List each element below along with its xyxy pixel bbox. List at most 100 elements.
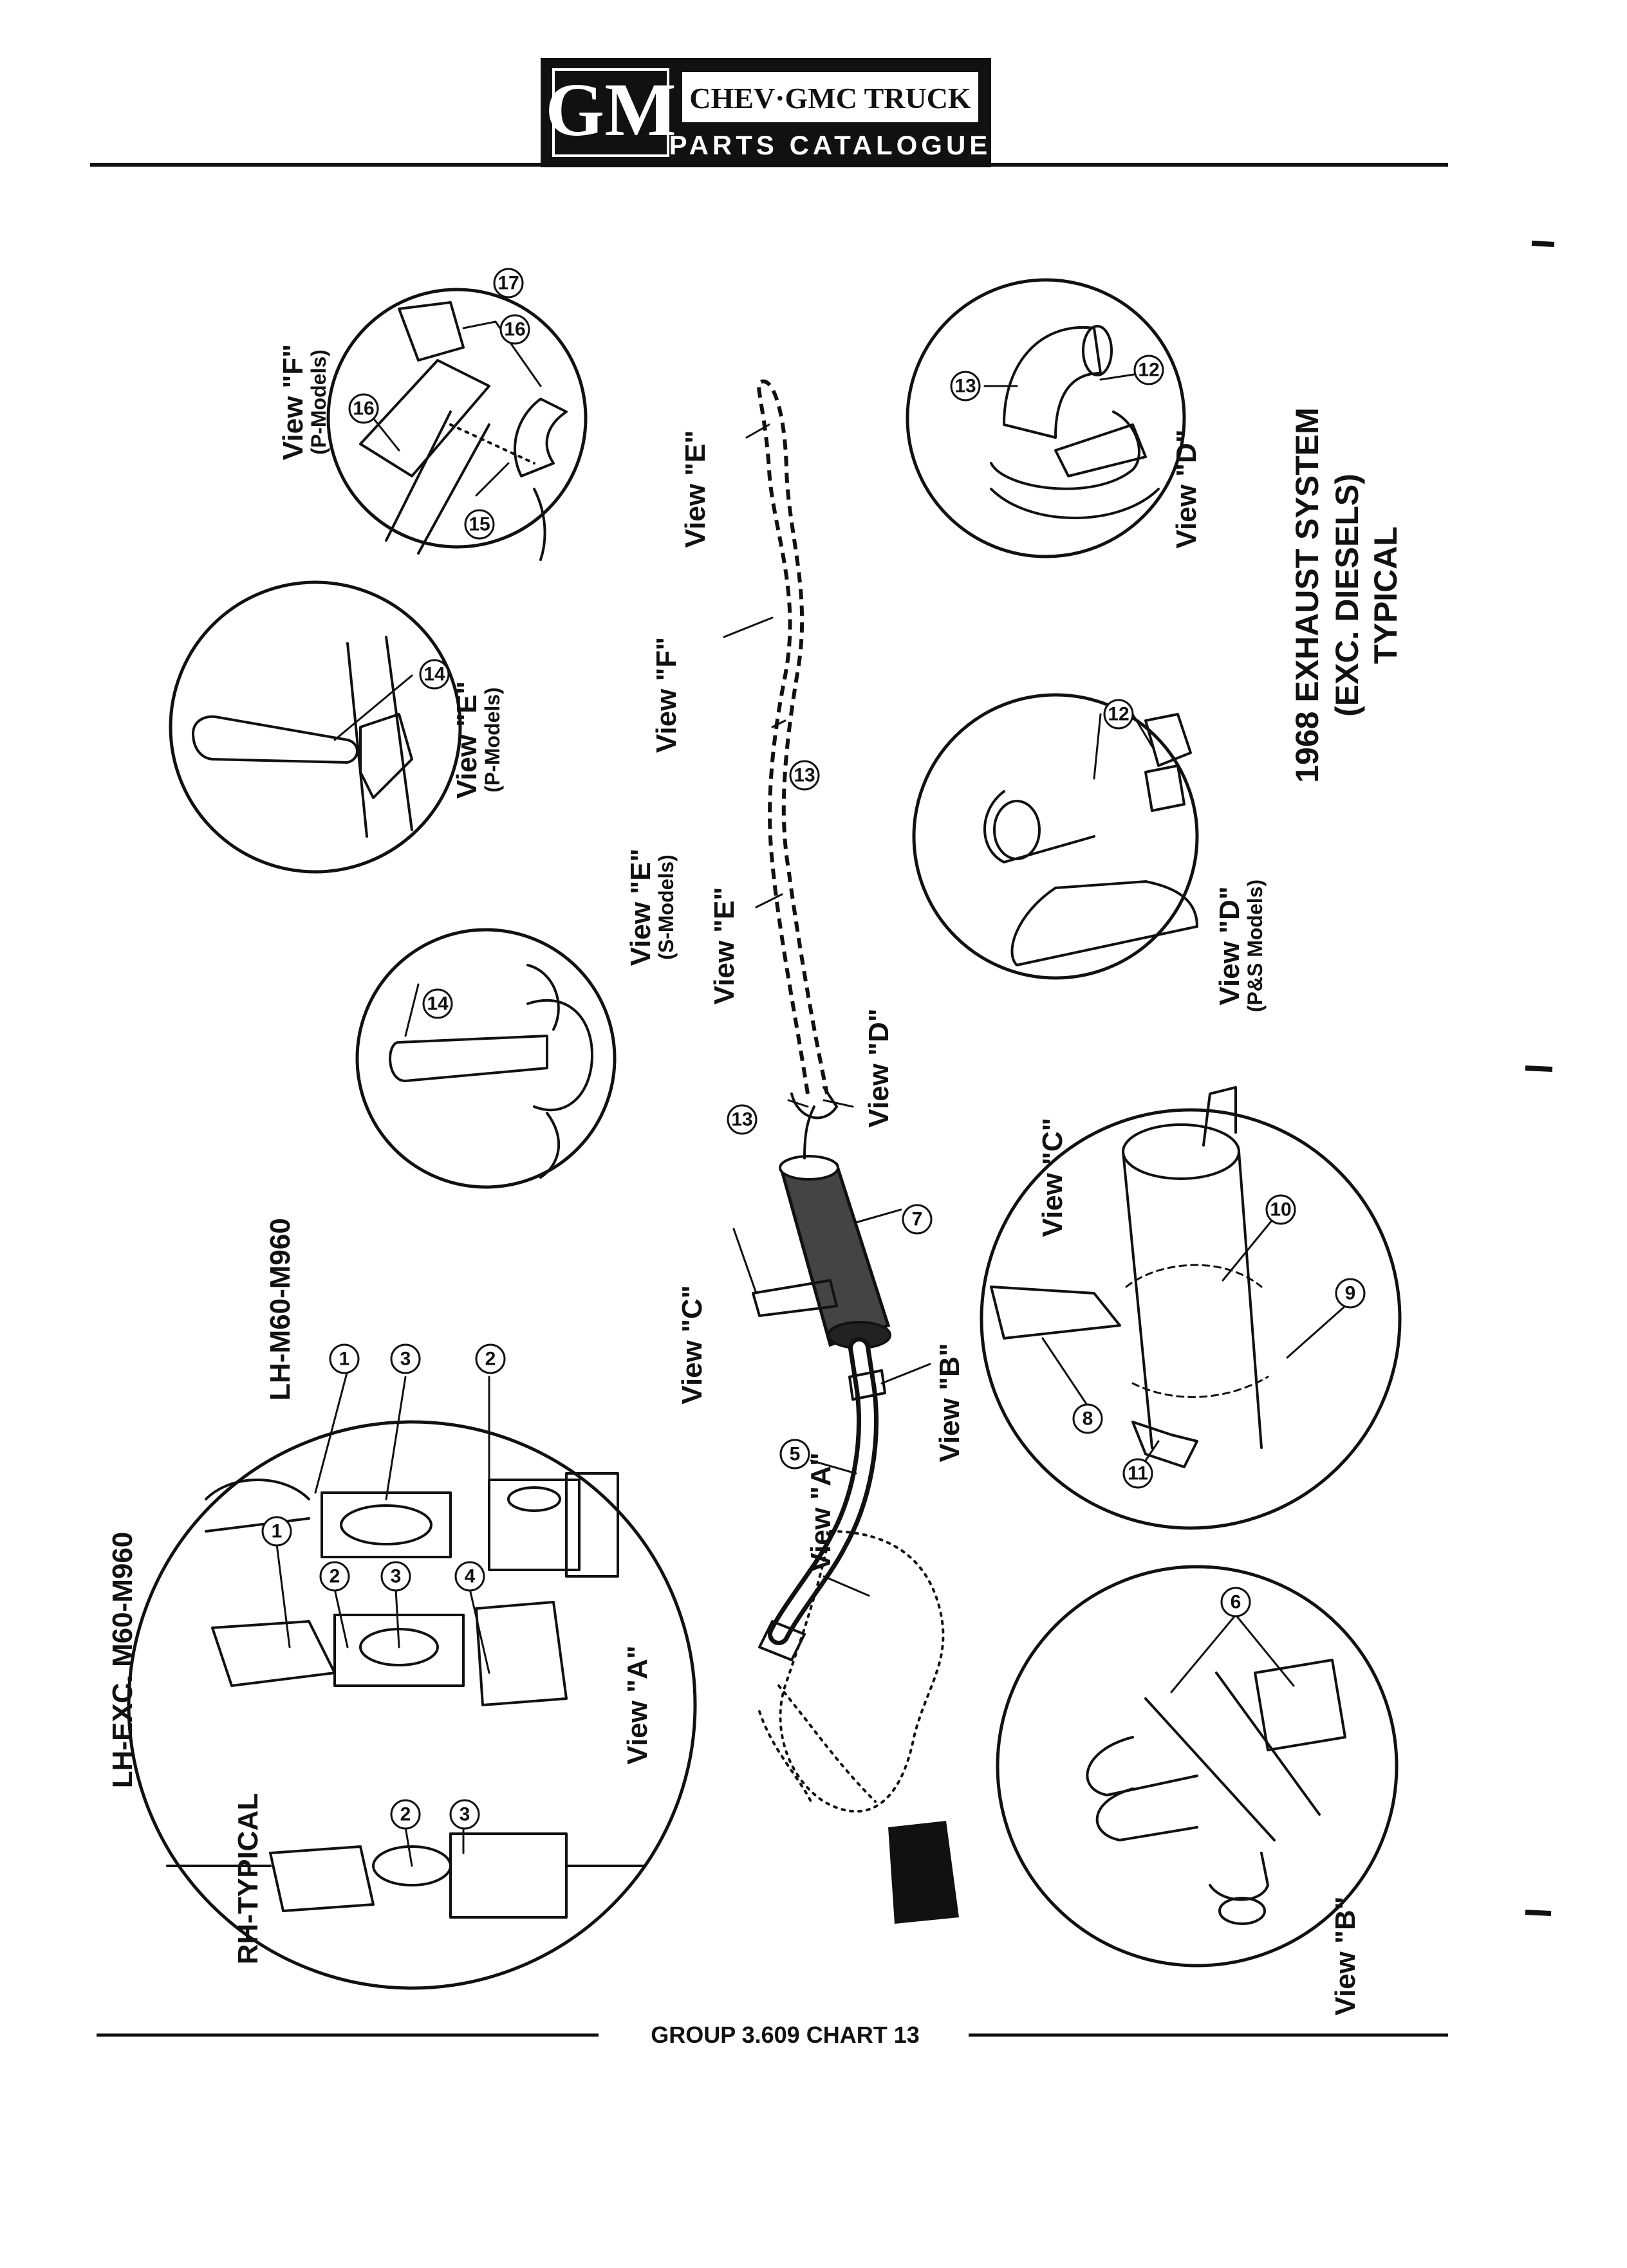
svg-text:12: 12	[1138, 360, 1159, 381]
label-view-a-inset: View "A"	[622, 1645, 653, 1764]
callout-3-lhm: 3	[390, 1343, 421, 1374]
title-line-3: TYPICAL	[1368, 526, 1404, 664]
svg-text:(P-Models): (P-Models)	[307, 349, 330, 455]
brand-line: CHEV·GMC TRUCK	[689, 82, 971, 115]
main-label-view-e-lower: View "E"	[709, 887, 740, 1005]
svg-text:2: 2	[485, 1349, 496, 1370]
svg-text:View "B": View "B"	[1330, 1896, 1361, 2015]
svg-text:5: 5	[790, 1444, 801, 1465]
svg-text:6: 6	[1231, 1592, 1241, 1613]
callout-10: 10	[1265, 1194, 1296, 1225]
callout-12-ps: 12	[1103, 699, 1134, 730]
svg-text:8: 8	[1083, 1408, 1093, 1430]
main-label-view-c: View "C"	[676, 1285, 708, 1404]
edge-mark	[1525, 1065, 1553, 1072]
svg-text:(P&S Models): (P&S Models)	[1243, 880, 1267, 1012]
svg-text:View "E": View "E"	[625, 849, 656, 966]
svg-text:2: 2	[330, 1566, 340, 1587]
edge-mark	[1525, 1910, 1552, 1916]
svg-text:View "A": View "A"	[622, 1645, 653, 1764]
catalogue-line: PARTS CATALOGUE	[669, 130, 992, 160]
title-line-2: (EXC. DIESELS)	[1329, 474, 1365, 717]
main-label-view-b: View "B"	[934, 1343, 965, 1462]
svg-text:17: 17	[497, 273, 519, 294]
callout-11: 11	[1122, 1458, 1153, 1489]
svg-text:LH-M60-M960: LH-M60-M960	[265, 1218, 296, 1401]
svg-text:View "F": View "F"	[651, 637, 682, 753]
callout-16b: 16	[348, 393, 379, 424]
title-line-1: 1968 EXHAUST SYSTEM	[1289, 407, 1325, 783]
callout-14-s: 14	[422, 988, 453, 1019]
svg-text:13: 13	[954, 376, 976, 397]
callout-2-rh: 2	[390, 1799, 421, 1830]
svg-text:14: 14	[423, 664, 445, 685]
svg-text:3: 3	[460, 1804, 470, 1825]
callout-3-rh: 3	[449, 1799, 480, 1830]
svg-text:(P-Models): (P-Models)	[481, 687, 504, 793]
svg-text:View "A": View "A"	[805, 1452, 837, 1571]
svg-text:View "C": View "C"	[1037, 1118, 1068, 1237]
callout-15: 15	[464, 509, 495, 540]
logo-gm-text: GM	[545, 68, 676, 152]
inset-view-e-s	[355, 928, 617, 1189]
svg-text:10: 10	[1270, 1199, 1291, 1221]
svg-text:9: 9	[1345, 1283, 1356, 1304]
label-view-e-s: View "E" (S-Models)	[625, 849, 678, 966]
svg-text:14: 14	[427, 993, 449, 1015]
svg-text:15: 15	[469, 514, 490, 535]
main-label-view-d: View "D"	[863, 1008, 895, 1127]
callout-7: 7	[902, 1204, 933, 1235]
label-lh-exc: LH-EXC. M60-M960	[107, 1532, 138, 1789]
label-view-e-p: View "E" (P-Models)	[451, 681, 504, 799]
inset-view-e-p	[169, 580, 462, 874]
callout-12-top: 12	[1133, 355, 1164, 385]
label-rh-typical: RH-TYPICAL	[232, 1793, 264, 1964]
svg-text:16: 16	[353, 398, 374, 419]
svg-text:1: 1	[272, 1521, 283, 1542]
callout-13-main: 13	[727, 1104, 758, 1135]
svg-text:13: 13	[794, 765, 815, 786]
svg-text:3: 3	[400, 1349, 411, 1370]
inset-view-a	[127, 1420, 697, 1990]
inset-view-d-ps	[912, 693, 1199, 980]
label-view-d-top: View "D"	[1171, 429, 1202, 548]
svg-text:2: 2	[400, 1804, 411, 1825]
label-view-d-ps: View "D" (P&S Models)	[1214, 880, 1267, 1012]
footer-group-chart: GROUP 3.609 CHART 13	[651, 2022, 919, 2048]
callout-2-lhm: 2	[475, 1343, 506, 1374]
callout-1-lhm: 1	[329, 1343, 360, 1374]
callout-13-pipe: 13	[789, 760, 820, 791]
inset-view-f-p	[326, 288, 588, 561]
svg-text:View "B": View "B"	[934, 1343, 965, 1462]
callout-8: 8	[1072, 1403, 1103, 1434]
callout-2-lhexc: 2	[319, 1561, 350, 1592]
diagram-title: 1968 EXHAUST SYSTEM (EXC. DIESELS) TYPIC…	[1289, 407, 1404, 783]
label-view-c-inset: View "C"	[1037, 1118, 1068, 1237]
callout-14-p: 14	[419, 659, 450, 690]
label-view-b-inset: View "B"	[1330, 1896, 1361, 2015]
callout-13-top: 13	[950, 371, 981, 401]
label-view-f-p: View "F" (P-Models)	[277, 344, 330, 460]
svg-text:16: 16	[504, 319, 525, 340]
callout-1-lhexc: 1	[261, 1516, 292, 1547]
svg-text:7: 7	[912, 1209, 923, 1230]
svg-text:View "F": View "F"	[277, 344, 309, 460]
main-exhaust-assembly	[752, 379, 959, 1924]
svg-text:View "D": View "D"	[1214, 886, 1245, 1005]
svg-text:(S-Models): (S-Models)	[655, 854, 678, 960]
callout-3-lhexc: 3	[380, 1561, 411, 1592]
callout-6: 6	[1220, 1587, 1251, 1618]
label-lh-m60: LH-M60-M960	[265, 1218, 296, 1401]
callout-9: 9	[1335, 1278, 1366, 1309]
gm-logo: GM CHEV·GMC TRUCK PARTS CATALOGUE	[541, 58, 991, 167]
main-label-view-e-upper: View "E"	[680, 430, 711, 548]
callout-17: 17	[493, 268, 524, 299]
svg-text:View "D": View "D"	[1171, 429, 1202, 548]
main-label-view-a: View "A"	[805, 1452, 837, 1571]
callout-5: 5	[779, 1439, 810, 1470]
svg-text:11: 11	[1128, 1463, 1148, 1484]
svg-text:LH-EXC. M60-M960: LH-EXC. M60-M960	[107, 1532, 138, 1789]
svg-text:3: 3	[391, 1566, 402, 1587]
